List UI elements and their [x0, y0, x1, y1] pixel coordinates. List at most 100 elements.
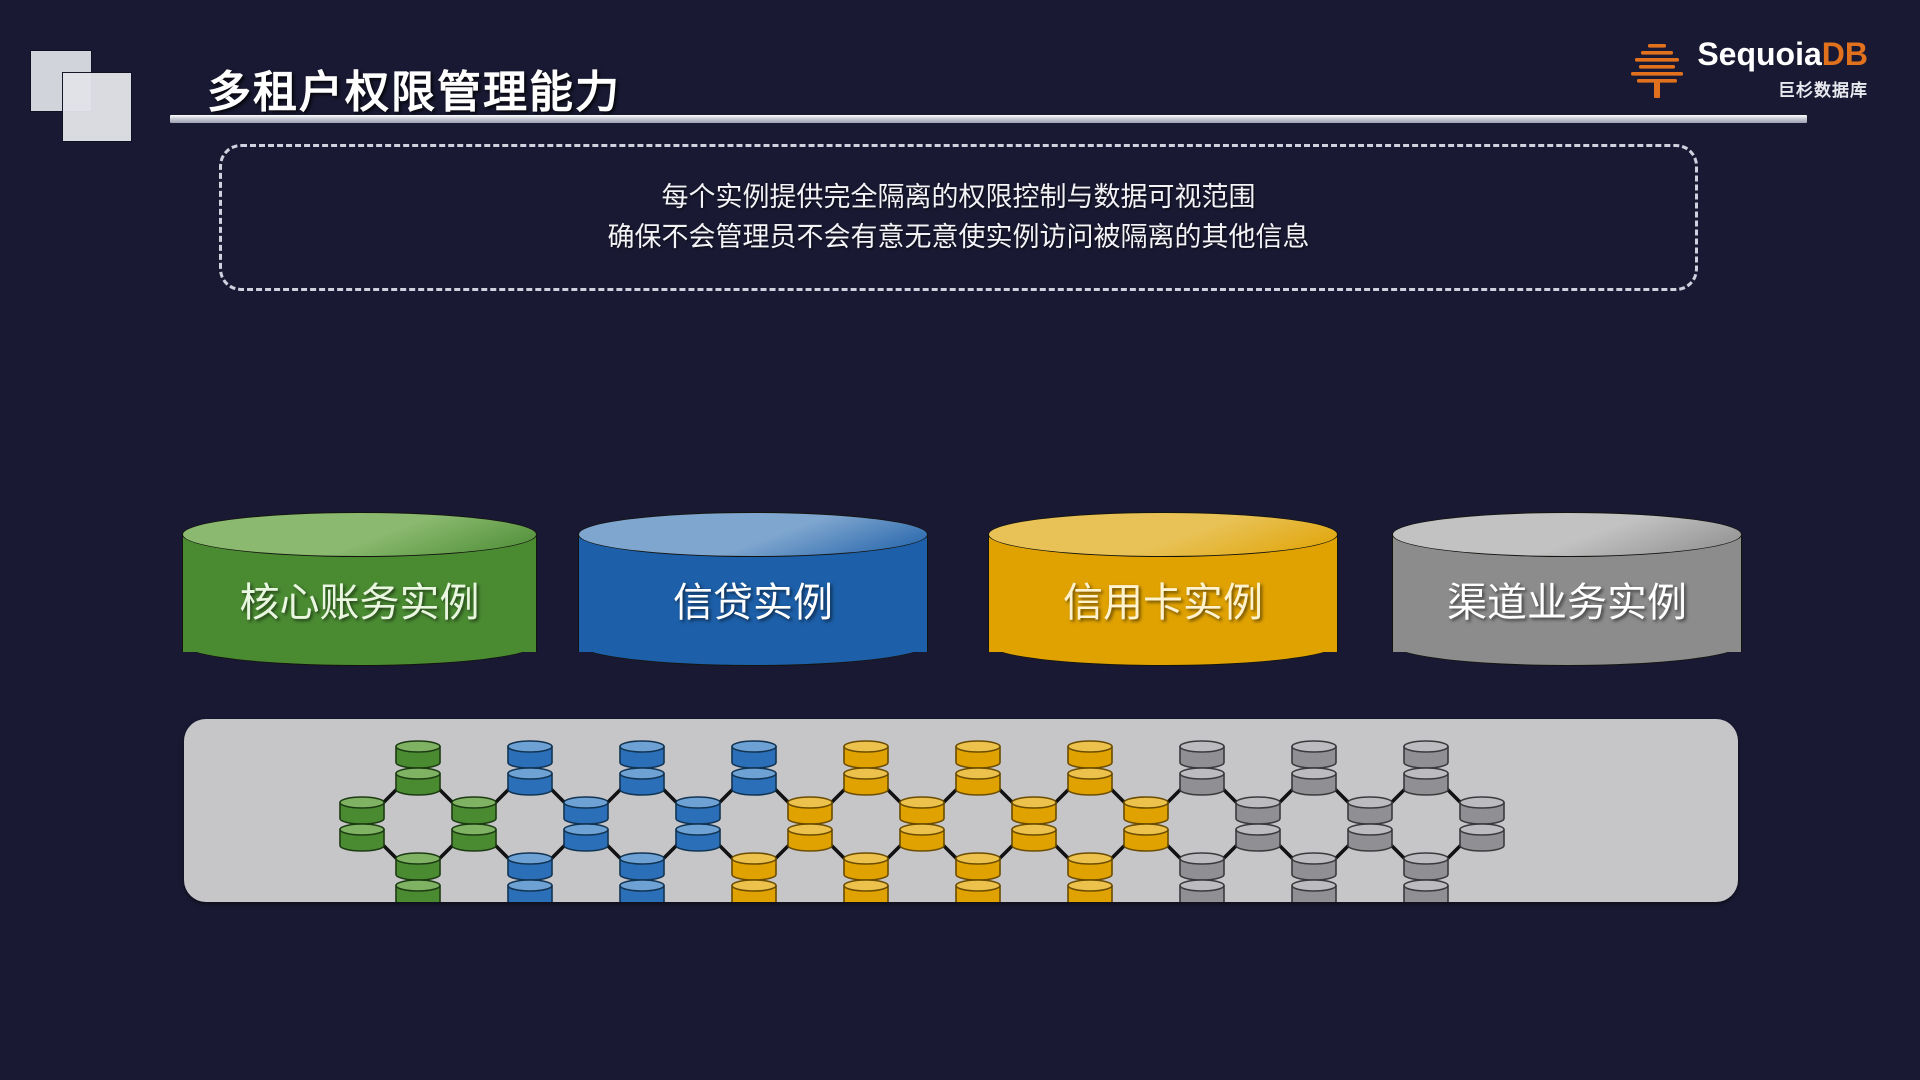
logo-subtitle: 巨杉数据库 [1778, 81, 1868, 100]
sequoiadb-logo: SequoiaDB 巨杉数据库 [1626, 38, 1868, 112]
cluster-topology-diagram [339, 740, 1505, 902]
node-drum-cap [955, 767, 1001, 780]
node-drum-cap [787, 823, 833, 836]
node-drum-cap [1179, 879, 1225, 892]
node-drum-cap [1067, 767, 1113, 780]
node-drum-cap [1011, 823, 1057, 836]
cluster-node[interactable] [1011, 796, 1057, 852]
instance-cylinder[interactable]: 信用卡实例 [988, 512, 1338, 674]
node-drum-cap [619, 852, 665, 865]
note-line-1: 每个实例提供完全隔离的权限控制与数据可视范围 [661, 182, 1256, 213]
cluster-node[interactable] [731, 740, 777, 796]
node-drum-cap [1067, 852, 1113, 865]
node-drum-cap [731, 740, 777, 753]
cluster-node[interactable] [1403, 740, 1449, 796]
cluster-node[interactable] [619, 740, 665, 796]
node-drum-cap [1403, 740, 1449, 753]
instance-label: 信用卡实例 [1063, 581, 1263, 625]
node-drum-cap [1235, 823, 1281, 836]
cluster-node[interactable] [563, 796, 609, 852]
node-drum-cap [955, 852, 1001, 865]
node-drum-cap [395, 879, 441, 892]
cluster-node[interactable] [843, 740, 889, 796]
node-drum-cap [1459, 823, 1505, 836]
node-drum-cap [731, 767, 777, 780]
instance-cylinder-row: 核心账务实例 信贷实例 信用卡实例 渠道业务实例 [0, 512, 1920, 677]
cluster-node[interactable] [451, 796, 497, 852]
node-drum-cap [339, 823, 385, 836]
instance-cylinder[interactable]: 渠道业务实例 [1392, 512, 1742, 674]
instance-cylinder[interactable]: 核心账务实例 [182, 512, 537, 674]
node-drum-cap [1179, 740, 1225, 753]
node-drum-cap [563, 796, 609, 809]
node-drum-cap [843, 740, 889, 753]
node-drum-cap [1347, 823, 1393, 836]
node-drum-cap [675, 796, 721, 809]
node-drum-cap [507, 852, 553, 865]
decorative-squares [30, 50, 150, 142]
cluster-node[interactable] [843, 852, 889, 902]
cluster-node[interactable] [787, 796, 833, 852]
cluster-node[interactable] [619, 852, 665, 902]
cluster-node[interactable] [1179, 740, 1225, 796]
cluster-node[interactable] [1179, 852, 1225, 902]
node-drum-cap [1179, 767, 1225, 780]
node-drum-cap [675, 823, 721, 836]
node-drum-cap [1123, 823, 1169, 836]
note-box: 每个实例提供完全隔离的权限控制与数据可视范围 确保不会管理员不会有意无意使实例访… [219, 144, 1698, 291]
node-drum-cap [731, 852, 777, 865]
cluster-node[interactable] [731, 852, 777, 902]
node-drum-cap [1291, 740, 1337, 753]
node-drum-cap [1067, 879, 1113, 892]
cluster-node[interactable] [955, 852, 1001, 902]
node-drum-cap [619, 767, 665, 780]
cylinder-top [1392, 512, 1742, 557]
node-drum-cap [843, 767, 889, 780]
cluster-node[interactable] [1459, 796, 1505, 852]
node-drum-cap [395, 740, 441, 753]
node-drum-cap [395, 767, 441, 780]
node-drum-cap [1123, 796, 1169, 809]
cluster-node[interactable] [899, 796, 945, 852]
node-drum-cap [787, 796, 833, 809]
cluster-node[interactable] [1067, 852, 1113, 902]
node-drum-cap [1179, 852, 1225, 865]
node-drum-cap [1403, 879, 1449, 892]
cluster-node[interactable] [507, 740, 553, 796]
cluster-node[interactable] [675, 796, 721, 852]
cluster-node[interactable] [507, 852, 553, 902]
cluster-node[interactable] [955, 740, 1001, 796]
cluster-node[interactable] [1347, 796, 1393, 852]
cluster-panel [184, 719, 1738, 902]
cluster-node[interactable] [1403, 852, 1449, 902]
instance-label: 核心账务实例 [239, 581, 480, 625]
node-drum-cap [1403, 767, 1449, 780]
node-drum-cap [1291, 767, 1337, 780]
node-drum-cap [843, 852, 889, 865]
node-drum-cap [1347, 796, 1393, 809]
node-drum-cap [899, 796, 945, 809]
cluster-node[interactable] [1291, 740, 1337, 796]
cluster-node[interactable] [1291, 852, 1337, 902]
node-drum-cap [1291, 852, 1337, 865]
decorative-square-front [62, 72, 132, 142]
cluster-node[interactable] [1235, 796, 1281, 852]
cluster-node[interactable] [395, 852, 441, 902]
title-underline [170, 115, 1807, 123]
instance-label: 渠道业务实例 [1447, 581, 1687, 625]
node-drum-cap [507, 879, 553, 892]
node-drum-cap [507, 740, 553, 753]
note-line-2: 确保不会管理员不会有意无意使实例访问被隔离的其他信息 [607, 221, 1310, 252]
cluster-node[interactable] [1067, 740, 1113, 796]
cluster-node[interactable] [1123, 796, 1169, 852]
node-drum-cap [1291, 879, 1337, 892]
node-drum-cap [955, 879, 1001, 892]
instance-cylinder[interactable]: 信贷实例 [578, 512, 928, 674]
node-drum-cap [507, 767, 553, 780]
cluster-node[interactable] [395, 740, 441, 796]
cylinder-top [578, 512, 928, 557]
node-drum-cap [1067, 740, 1113, 753]
node-drum-cap [619, 879, 665, 892]
cluster-node[interactable] [339, 796, 385, 852]
node-drum-cap [1459, 796, 1505, 809]
